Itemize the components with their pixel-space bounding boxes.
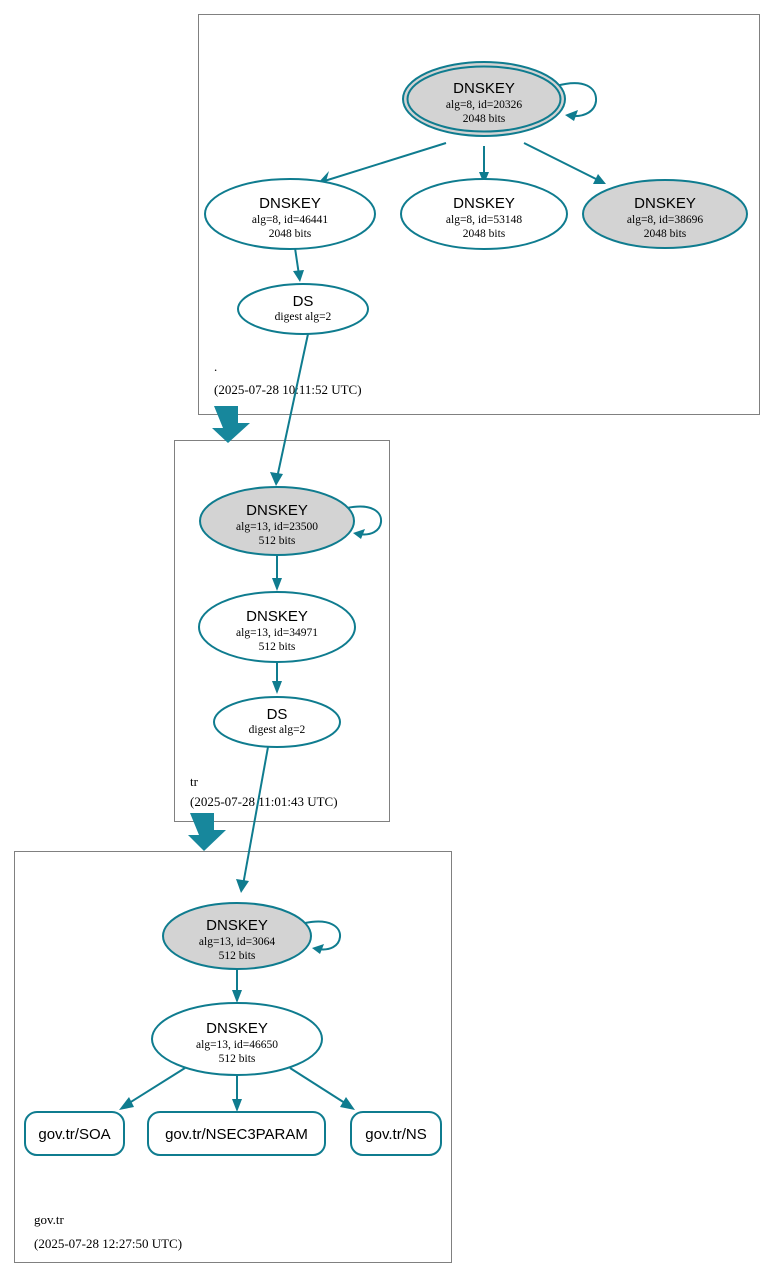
zone-delegation-arrow-root-tr — [212, 406, 250, 443]
zone-label-root: . — [214, 359, 217, 374]
zone-timestamp-root: (2025-07-28 10:11:52 UTC) — [214, 382, 362, 397]
node-title: DNSKEY — [453, 80, 515, 97]
node-line3: 2048 bits — [269, 228, 312, 240]
rrset-label: gov.tr/NS — [365, 1126, 426, 1143]
edge-root-ksk-to-46441 — [317, 142, 447, 185]
node-line3: 2048 bits — [463, 113, 506, 125]
node-root-zsk-46441[interactable]: DNSKEY alg=8, id=46441 2048 bits — [204, 178, 376, 250]
node-root-ksk[interactable]: DNSKEY alg=8, id=20326 2048 bits — [402, 61, 566, 137]
rrset-label: gov.tr/NSEC3PARAM — [165, 1126, 308, 1143]
node-tr-zsk[interactable]: DNSKEY alg=13, id=34971 512 bits — [198, 591, 356, 663]
node-title: DS — [267, 706, 288, 723]
edge-govtr-zsk-to-nsec3param — [232, 1075, 242, 1112]
rrset-gov-tr-soa[interactable]: gov.tr/SOA — [24, 1111, 125, 1156]
node-tr-ds[interactable]: DS digest alg=2 — [213, 696, 341, 748]
edge-tr-ksk-self-loop — [346, 505, 383, 539]
node-line3: 512 bits — [259, 535, 296, 547]
node-line3: 512 bits — [219, 950, 256, 962]
node-title: DNSKEY — [206, 1020, 268, 1037]
node-title: DS — [293, 293, 314, 310]
zone-timestamp-tr: (2025-07-28 11:01:43 UTC) — [190, 794, 338, 809]
node-title: DNSKEY — [259, 195, 321, 212]
edge-govtr-zsk-to-ns — [289, 1067, 355, 1110]
zone-delegation-arrow-tr-govtr — [188, 813, 226, 851]
node-line2: alg=13, id=34971 — [236, 627, 318, 639]
node-line2: alg=13, id=23500 — [236, 521, 318, 533]
node-title: DNSKEY — [206, 917, 268, 934]
edge-govtr-zsk-to-soa — [119, 1067, 186, 1110]
node-line3: 2048 bits — [644, 228, 687, 240]
rrset-label: gov.tr/SOA — [38, 1126, 110, 1143]
zone-box-tr — [174, 440, 390, 822]
node-govtr-zsk[interactable]: DNSKEY alg=13, id=46650 512 bits — [151, 1002, 323, 1076]
edge-tr-ds-to-govtr-ksk — [236, 746, 269, 893]
zone-timestamp-govtr: (2025-07-28 12:27:50 UTC) — [34, 1236, 182, 1251]
node-line2: alg=13, id=46650 — [196, 1039, 278, 1051]
node-line3: 2048 bits — [463, 228, 506, 240]
node-line2: alg=8, id=53148 — [446, 214, 522, 226]
zone-group-root: DNSKEY alg=8, id=20326 2048 bits DNSKEY … — [198, 14, 760, 415]
node-root-zsk-38696[interactable]: DNSKEY alg=8, id=38696 2048 bits — [582, 179, 748, 249]
zone-group-govtr: DNSKEY alg=13, id=3064 512 bits DNSKEY a… — [14, 746, 452, 1263]
edge-root-46441-to-ds — [293, 247, 304, 282]
node-title: DNSKEY — [453, 195, 515, 212]
node-title: DNSKEY — [634, 195, 696, 212]
node-title: DNSKEY — [246, 502, 308, 519]
edge-govtr-ksk-self-loop — [304, 920, 342, 954]
node-root-zsk-53148[interactable]: DNSKEY alg=8, id=53148 2048 bits — [400, 178, 568, 250]
node-line2: digest alg=2 — [275, 311, 332, 323]
zone-group-tr: DNSKEY alg=13, id=23500 512 bits DNSKEY … — [174, 333, 390, 822]
edge-root-ksk-to-38696 — [523, 142, 606, 184]
rrset-gov-tr-nsec3param[interactable]: gov.tr/NSEC3PARAM — [147, 1111, 326, 1156]
node-line3: 512 bits — [219, 1053, 256, 1065]
node-govtr-ksk[interactable]: DNSKEY alg=13, id=3064 512 bits — [162, 902, 312, 970]
edge-root-ksk-self-loop — [555, 82, 598, 121]
edge-tr-zsk-to-ds — [272, 662, 282, 694]
edge-tr-ksk-to-zsk — [272, 554, 282, 591]
zone-label-govtr: gov.tr — [34, 1212, 65, 1227]
rrset-gov-tr-ns[interactable]: gov.tr/NS — [350, 1111, 442, 1156]
edge-govtr-ksk-to-zsk — [232, 968, 242, 1003]
node-line2: alg=8, id=46441 — [252, 214, 328, 226]
node-tr-ksk[interactable]: DNSKEY alg=13, id=23500 512 bits — [199, 486, 355, 556]
node-line2: digest alg=2 — [249, 724, 306, 736]
node-root-ds[interactable]: DS digest alg=2 — [237, 283, 369, 335]
node-title: DNSKEY — [246, 608, 308, 625]
node-line2: alg=13, id=3064 — [199, 936, 275, 948]
node-line2: alg=8, id=38696 — [627, 214, 703, 226]
zone-box-root — [198, 14, 760, 415]
node-line3: 512 bits — [259, 641, 296, 653]
edge-root-ds-to-tr-ksk — [270, 333, 309, 486]
node-line2: alg=8, id=20326 — [446, 99, 522, 111]
zone-box-govtr — [14, 851, 452, 1263]
zone-label-tr: tr — [190, 774, 199, 789]
